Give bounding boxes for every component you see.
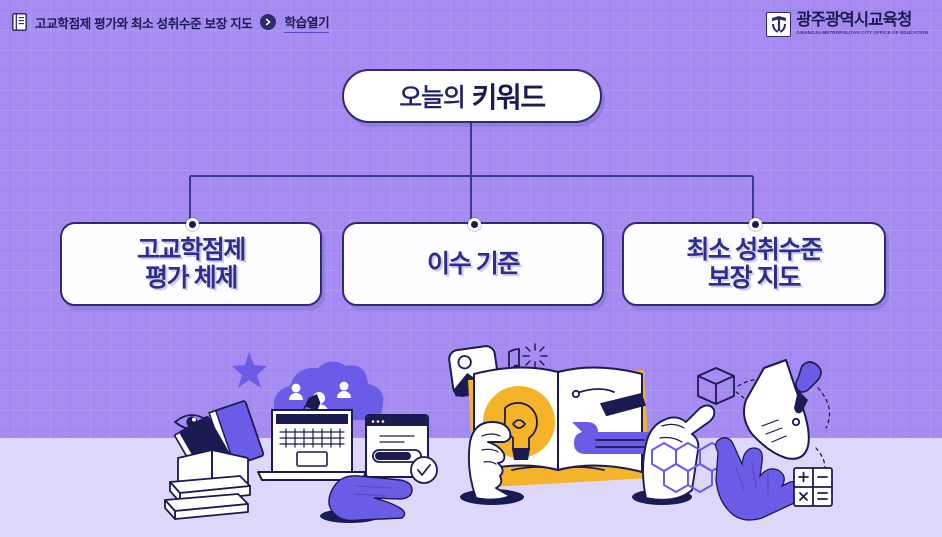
- sparkle-icon: [522, 343, 548, 369]
- breadcrumb: 고교학점제 평가와 최소 성취수준 보장 지도 학습열기: [0, 0, 942, 44]
- cube-icon: [697, 367, 735, 405]
- book-icon: [12, 13, 27, 31]
- connector-lines: [189, 123, 754, 224]
- keyword-card-0-label: 고교학점제 평가 체제: [136, 236, 246, 292]
- page-title-bold: 키워드: [471, 82, 546, 113]
- speech-bubble-icon: [572, 422, 664, 454]
- page-title-light: 오늘의: [399, 84, 466, 113]
- chevron-right-icon[interactable]: [260, 14, 277, 30]
- calculator-icon: [793, 467, 833, 507]
- keyword-card-row: 고교학점제 평가 체제 이수 기준 최소 성취수준 보장 지도: [0, 218, 942, 312]
- organization-logo[interactable]: 광주광역시교육청 GWANGJU METROPOLITAN CITY OFFIC…: [760, 10, 934, 38]
- keyword-card-2-label: 최소 성취수준 보장 지도: [686, 236, 823, 292]
- check-circle-icon: [410, 456, 438, 484]
- hand-pointing-icon: [320, 475, 413, 523]
- logo-korean-name: 광주광역시교육청: [796, 11, 912, 30]
- keyword-card-1-label: 이수 기준: [427, 250, 520, 278]
- hand-holding-pen-icon: [599, 392, 716, 505]
- keyword-card-2[interactable]: 최소 성취수준 보장 지도: [622, 218, 886, 306]
- connector-dot-1: [468, 218, 481, 231]
- hand-holding-bulb: [460, 421, 524, 505]
- breadcrumb-current[interactable]: 학습열기: [284, 12, 330, 33]
- connector-dot-0: [186, 218, 199, 231]
- logo-text-block: 광주광역시교육청 GWANGJU METROPOLITAN CITY OFFIC…: [796, 12, 928, 35]
- page-title-pill: 오늘의 키워드: [342, 69, 602, 123]
- laptop-icon: [257, 409, 367, 481]
- flask-icon: [743, 359, 810, 460]
- logo-english-name: GWANGJU METROPOLITAN CITY OFFICE OF EDUC…: [796, 29, 928, 35]
- connector-dot-2: [749, 218, 762, 231]
- breadcrumb-trail[interactable]: 고교학점제 평가와 최소 성취수준 보장 지도: [35, 16, 253, 31]
- keyword-card-0[interactable]: 고교학점제 평가 체제: [60, 218, 322, 306]
- star-icon: [232, 352, 267, 388]
- hand-open-icon: [715, 437, 803, 521]
- keyword-card-1[interactable]: 이수 기준: [342, 218, 604, 306]
- learning-illustration: .nv { fill:#1b1b52; } .pu { fill:#6b5ce7…: [164, 343, 833, 523]
- browser-window-icon: [365, 414, 438, 484]
- gwangju-education-emblem-icon: [766, 11, 792, 37]
- dropper-icon: [791, 361, 822, 427]
